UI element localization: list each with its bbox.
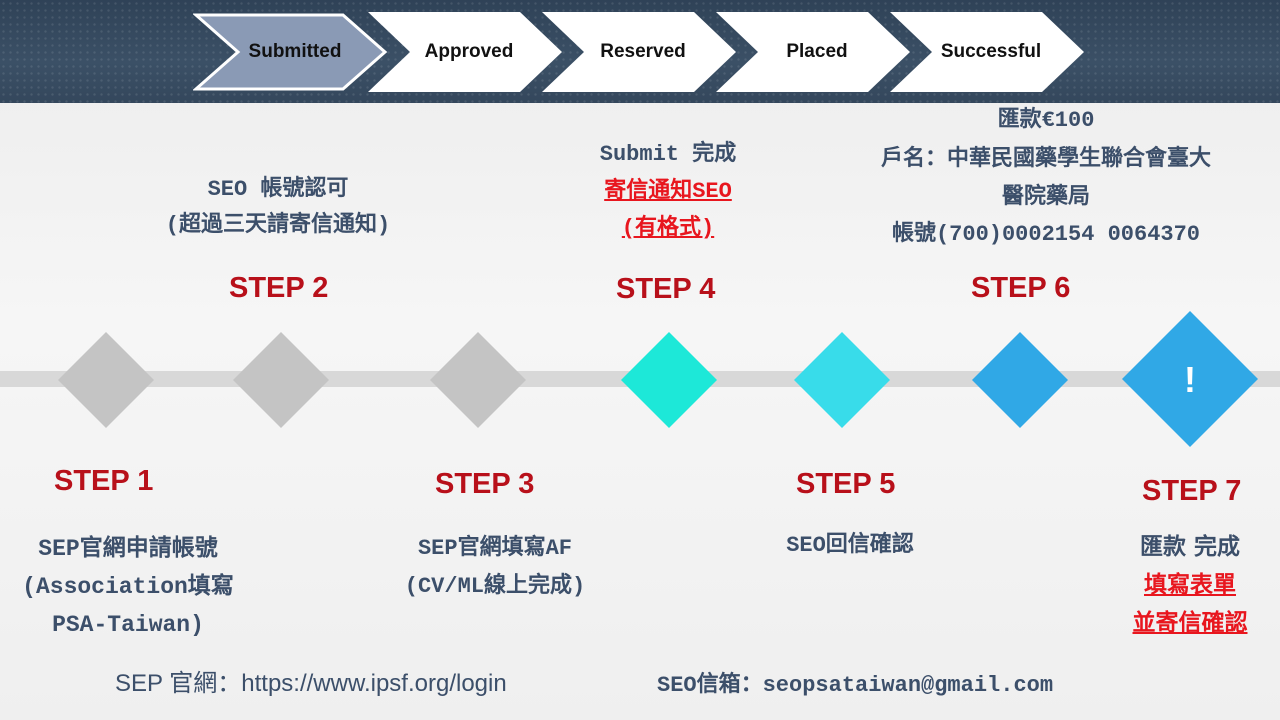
stage-label: Reserved	[600, 41, 686, 62]
step4-format-link[interactable]: (有格式)	[621, 216, 715, 241]
stage-reserved[interactable]: Reserved	[541, 12, 737, 92]
step5-title: STEP 5	[796, 468, 896, 500]
step1-title: STEP 1	[54, 465, 154, 497]
step7-description: 匯款 完成 填寫表單 並寄信確認	[1100, 528, 1280, 642]
step4-description: Submit 完成 寄信通知SEO (有格式)	[568, 136, 768, 247]
milestone-1	[56, 330, 156, 430]
stage-approved[interactable]: Approved	[367, 12, 563, 92]
step7-form-link[interactable]: 填寫表單	[1144, 572, 1236, 598]
step2-title: STEP 2	[229, 272, 329, 304]
step1-description: SEP官網申請帳號 (Association填寫 PSA-Taiwan)	[22, 536, 234, 638]
chevron-shape	[716, 12, 910, 92]
chevron-shape	[193, 13, 388, 91]
milestone-7-final: !	[1120, 309, 1260, 449]
stage-label: Submitted	[248, 41, 342, 62]
milestone-5	[792, 330, 892, 430]
footer-sep-website[interactable]: SEP 官網：https://www.ipsf.org/login	[115, 670, 507, 697]
step4-email-link[interactable]: 寄信通知SEO	[604, 179, 732, 204]
exclamation-icon: !	[1184, 359, 1196, 400]
step7-confirm-link[interactable]: 並寄信確認	[1132, 610, 1248, 636]
step2-description: SEO 帳號認可 (超過三天請寄信通知)	[165, 177, 391, 238]
milestone-3	[428, 330, 528, 430]
step6-title: STEP 6	[971, 272, 1071, 304]
milestone-4	[619, 330, 719, 430]
stage-submitted[interactable]: Submitted	[193, 12, 389, 92]
stage-placed[interactable]: Placed	[715, 12, 911, 92]
stage-label: Placed	[786, 41, 848, 62]
milestone-2	[231, 330, 331, 430]
step7-title: STEP 7	[1142, 475, 1242, 507]
stage-label: Approved	[424, 41, 514, 62]
stage-successful[interactable]: Successful	[889, 12, 1085, 92]
footer-seo-email[interactable]: SEO信箱：seopsataiwan@gmail.com	[657, 673, 1054, 698]
chevron-shape	[542, 12, 736, 92]
stage-label: Successful	[940, 41, 1042, 62]
step4-title: STEP 4	[616, 273, 716, 305]
step3-description: SEP官網填寫AF (CV/ML線上完成)	[404, 536, 586, 599]
milestone-6	[970, 330, 1070, 430]
chevron-shape	[890, 12, 1084, 92]
chevron-shape	[368, 12, 562, 92]
step6-description: 匯款€100 戶名：中華民國藥學生聯合會臺大 醫院藥局 帳號(700)00021…	[880, 108, 1211, 247]
step5-description: SEO回信確認	[786, 533, 914, 558]
step3-title: STEP 3	[435, 468, 535, 500]
